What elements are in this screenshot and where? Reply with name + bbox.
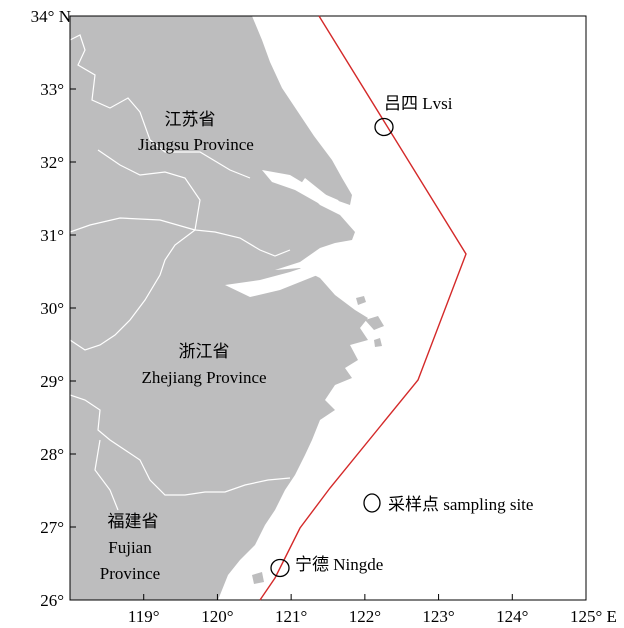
land-mass bbox=[70, 16, 368, 600]
fujian-label-en-1: Fujian bbox=[108, 538, 152, 557]
site-label-ningde: 宁德 Ningde bbox=[295, 555, 383, 574]
lat-tick-label-26: 26° bbox=[40, 591, 64, 610]
site-label-lvsi: 吕四 Lvsi bbox=[384, 94, 453, 113]
island bbox=[356, 296, 366, 305]
legend-label: 采样点 sampling site bbox=[388, 495, 533, 514]
island bbox=[374, 338, 382, 347]
lon-tick-marks bbox=[143, 594, 587, 600]
zhejiang-label-en: Zhejiang Province bbox=[141, 368, 266, 387]
lon-tick-label-120: 120° bbox=[201, 607, 233, 626]
site-marker-lvsi bbox=[374, 117, 394, 137]
lat-tick-label-27: 27° bbox=[40, 518, 64, 537]
jiangsu-label-zh: 江苏省 bbox=[165, 110, 216, 129]
lon-tick-labels: 119° 120° 121° 122° 123° 124° 125° E bbox=[128, 607, 617, 626]
lat-tick-label-29: 29° bbox=[40, 372, 64, 391]
sampling-region-line bbox=[259, 15, 467, 601]
lat-tick-label-32: 32° bbox=[40, 153, 64, 172]
zhejiang-label-zh: 浙江省 bbox=[179, 342, 230, 361]
lon-tick-label-119: 119° bbox=[128, 607, 160, 626]
lat-tick-marks bbox=[70, 15, 76, 601]
lon-tick-label-121: 121° bbox=[275, 607, 307, 626]
lat-tick-label-31: 31° bbox=[40, 226, 64, 245]
site-marker-ningde bbox=[270, 558, 290, 578]
lat-tick-labels: 34° N 33° 32° 31° 30° 29° 28° 27° 26° bbox=[31, 7, 71, 610]
lon-tick-label-123: 123° bbox=[422, 607, 454, 626]
hangzhou-bay bbox=[225, 250, 352, 297]
fujian-label-en-2: Province bbox=[100, 564, 160, 583]
lon-tick-label-125: 125° E bbox=[570, 607, 617, 626]
yangtze-estuary bbox=[262, 170, 350, 215]
fujian-label-zh: 福建省 bbox=[108, 512, 159, 531]
island bbox=[252, 572, 264, 584]
lat-tick-label-30: 30° bbox=[40, 299, 64, 318]
province-boundaries bbox=[70, 34, 291, 511]
lon-tick-label-124: 124° bbox=[496, 607, 528, 626]
lat-tick-label-28: 28° bbox=[40, 445, 64, 464]
lat-tick-label-34: 34° N bbox=[31, 7, 71, 26]
island bbox=[365, 316, 384, 330]
lon-tick-label-122: 122° bbox=[349, 607, 381, 626]
lat-tick-label-33: 33° bbox=[40, 80, 64, 99]
legend-marker bbox=[363, 493, 381, 513]
jiangsu-label-en: Jiangsu Province bbox=[138, 135, 254, 154]
